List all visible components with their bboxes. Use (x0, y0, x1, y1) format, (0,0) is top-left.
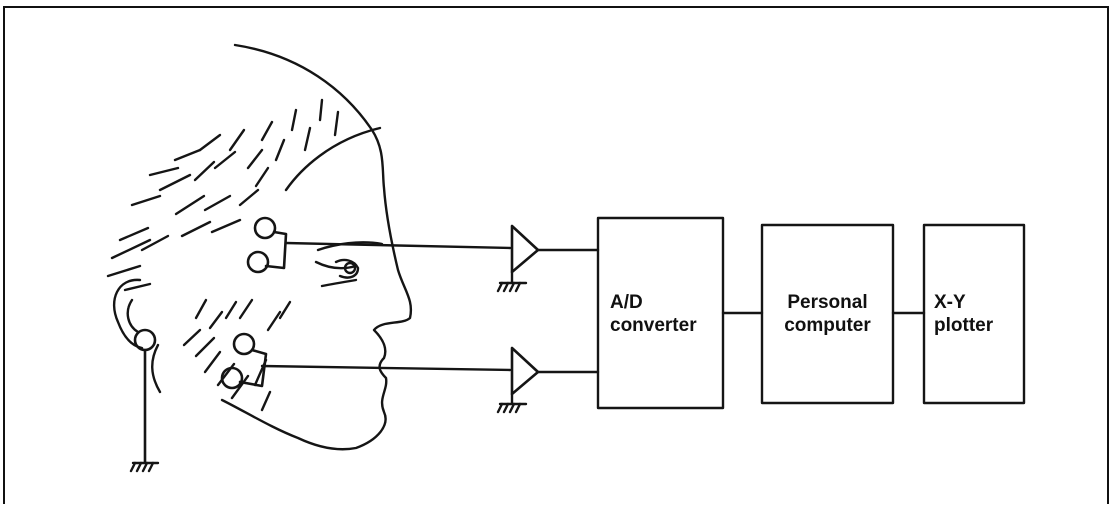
ground-icon (496, 270, 528, 293)
amplifier-icon (510, 224, 540, 274)
personal-computer-block (760, 223, 895, 405)
personal-computer-label-line2: computer (784, 315, 871, 336)
figure-frame (3, 6, 1109, 504)
amplifier-icon (510, 346, 540, 396)
xy-plotter-label-line2: plotter (934, 315, 994, 336)
ad-converter-block (596, 216, 725, 410)
ground-icon (496, 392, 528, 414)
personal-computer-label-line1: Personal (787, 292, 868, 313)
ad-converter-label: A/D converter (610, 291, 697, 337)
head-profile-illustration (106, 43, 413, 451)
signal-wires (260, 241, 926, 374)
xy-plotter-label: X-Y plotter (934, 291, 993, 337)
ground-icon (129, 461, 160, 473)
xy-plotter-block (922, 223, 1026, 405)
ad-converter-label-line2: converter (610, 315, 697, 336)
electrode-icon (220, 332, 268, 390)
xy-plotter-label-line1: X-Y (934, 292, 966, 313)
electrode-icon (246, 216, 288, 274)
ad-converter-label-line1: A/D (610, 292, 643, 313)
personal-computer-label: Personal computer (764, 291, 891, 337)
electrode-icon (133, 328, 157, 464)
